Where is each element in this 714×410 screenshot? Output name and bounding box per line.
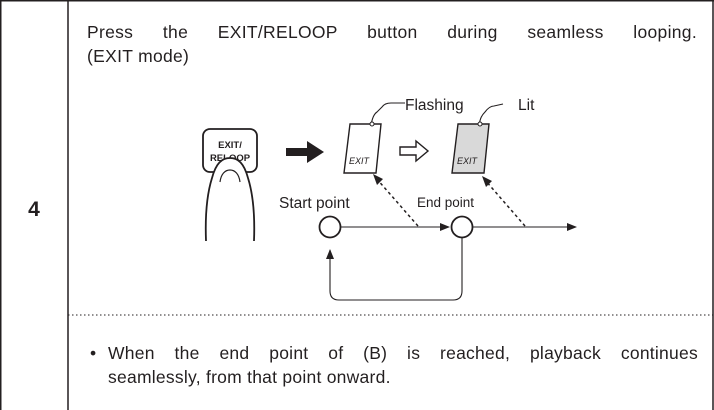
lit-label: Lit [518, 97, 535, 114]
display-lit: EXIT [451, 123, 490, 174]
finger-icon [204, 157, 256, 242]
display-flashing-text: EXIT [349, 156, 371, 166]
end-point-label: End point [417, 195, 474, 210]
note-bullet: • [90, 343, 97, 363]
instruction-line-1: Press the EXIT/RELOOP button during seam… [87, 22, 697, 42]
note-line-1: When the end point of (B) is reached, pl… [108, 343, 698, 363]
display-flashing: EXIT [343, 123, 382, 174]
step-number: 4 [28, 198, 40, 221]
transition-arrow-icon [399, 139, 430, 163]
note-line-2: seamlessly, from that point onward. [108, 367, 391, 387]
flashing-label: Flashing [405, 97, 464, 114]
display-lit-text: EXIT [457, 156, 479, 166]
press-arrow-icon [286, 141, 324, 163]
instruction-line-2: (EXIT mode) [87, 46, 190, 66]
button-label-top: EXIT/ [218, 140, 242, 151]
start-point-label: Start point [279, 195, 350, 212]
loop-timeline [318, 215, 577, 301]
